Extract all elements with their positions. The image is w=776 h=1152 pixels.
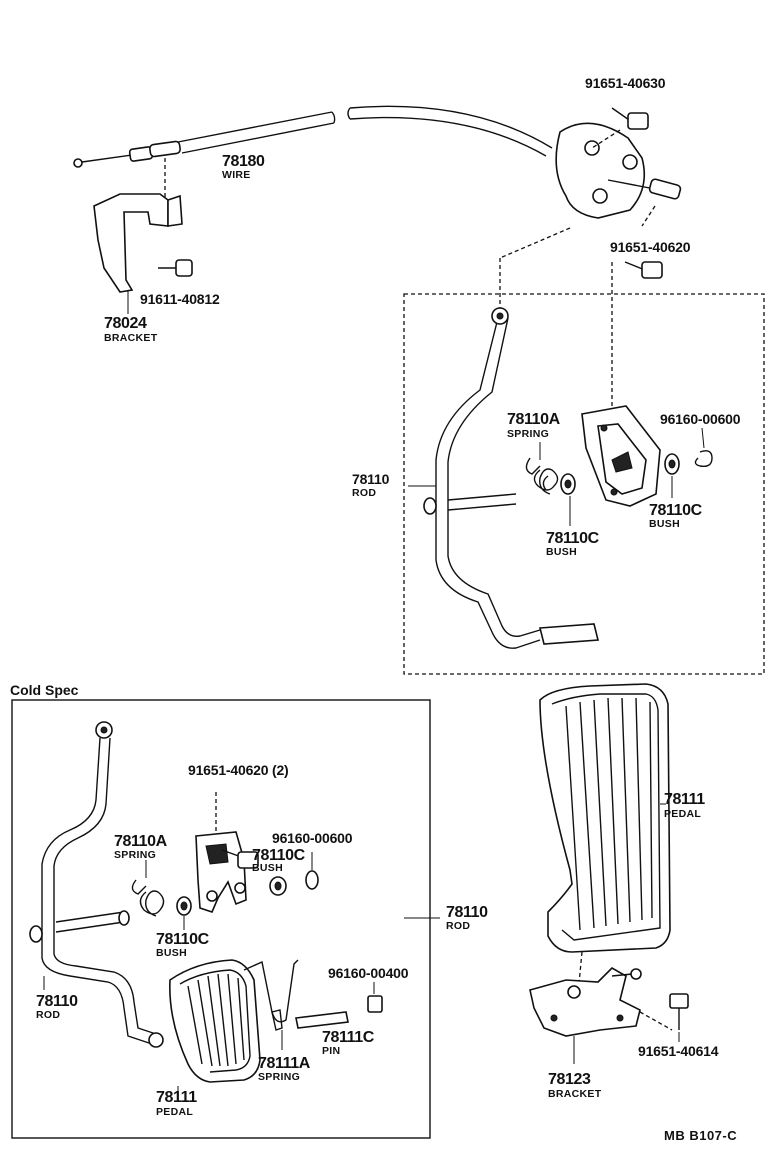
cold-spec-title: Cold Spec xyxy=(10,682,79,698)
bush-main-right-number: 78110C xyxy=(649,502,703,519)
cold-rod-outer-number: 78110 xyxy=(446,904,488,921)
clip-main xyxy=(694,427,713,468)
rod-main xyxy=(408,307,600,649)
cold-pin-number: 78111C xyxy=(322,1029,375,1046)
cold-spring2-number: 78111A xyxy=(258,1055,311,1072)
cold-bush-right-number: 78110C xyxy=(252,847,306,864)
throttle-wire xyxy=(73,105,553,168)
cold-pivot-bracket xyxy=(195,792,247,913)
cold-pedal-number: 78111 xyxy=(156,1089,197,1106)
cold-spring-desc: SPRING xyxy=(114,849,156,861)
cold-pedal xyxy=(169,959,261,1094)
rod-main-desc: ROD xyxy=(352,487,376,499)
clip-main-number: 96160-00600 xyxy=(660,411,741,427)
cold-rod-inner-desc: ROD xyxy=(36,1009,60,1021)
cold-rod-inner-number: 78110 xyxy=(36,993,78,1010)
wire-number: 78180 xyxy=(222,153,265,170)
pedal-main-desc: PEDAL xyxy=(664,808,701,820)
cold-clip-small xyxy=(367,982,383,1013)
pivot-bracket xyxy=(581,405,661,507)
bush-main-right xyxy=(664,453,680,498)
bracket-bottom xyxy=(529,951,673,1064)
bush-main-right-desc: BUSH xyxy=(649,518,680,530)
spring-main-desc: SPRING xyxy=(507,428,549,440)
cold-bush-left-number: 78110C xyxy=(156,931,210,948)
cold-pedal-desc: PEDAL xyxy=(156,1106,193,1118)
bracket-top-number: 78024 xyxy=(104,315,147,332)
bush-main-left-desc: BUSH xyxy=(546,546,577,558)
spring-main xyxy=(525,442,559,495)
cold-clip xyxy=(305,852,319,890)
cold-spring2-desc: SPRING xyxy=(258,1071,300,1083)
wire-desc: WIRE xyxy=(222,169,251,181)
mount-plate xyxy=(499,122,682,308)
cold-spring-number: 78110A xyxy=(114,833,168,850)
bolt-upper-number: 91651-40620 xyxy=(610,239,691,255)
pedal-main-number: 78111 xyxy=(664,791,705,808)
cold-spring2 xyxy=(243,959,299,1050)
cold-bush-right xyxy=(269,876,287,896)
bush-main-left-number: 78110C xyxy=(546,530,600,547)
cold-bush-left xyxy=(176,896,192,930)
bolt-upper xyxy=(611,261,663,408)
cold-bolt-number: 91651-40620 (2) xyxy=(188,762,289,778)
cold-spec-box xyxy=(11,699,431,1139)
bush-main-left xyxy=(560,473,576,526)
reference-code: MB B107-C xyxy=(664,1128,737,1143)
bracket-top-desc: BRACKET xyxy=(104,332,158,344)
cold-pin xyxy=(295,1011,349,1029)
cold-rod-outer-desc: ROD xyxy=(446,920,470,932)
pedal-main xyxy=(539,683,671,953)
bolt-top-number: 91651-40630 xyxy=(585,75,666,91)
cold-bush-left-desc: BUSH xyxy=(156,947,187,959)
bracket-bottom-desc: BRACKET xyxy=(548,1088,602,1100)
spring-main-number: 78110A xyxy=(507,411,561,428)
bracket-bolt-number: 91611-40812 xyxy=(140,291,220,307)
cold-clip-small-number: 96160-00400 xyxy=(328,965,409,981)
bracket-top xyxy=(93,158,193,314)
cold-bush-right-desc: BUSH xyxy=(252,862,283,874)
cold-spring xyxy=(131,860,165,917)
bracket-bottom-number: 78123 xyxy=(548,1071,591,1088)
bolt-bottom xyxy=(669,993,689,1042)
rod-main-number: 78110 xyxy=(352,471,390,487)
cold-pin-desc: PIN xyxy=(322,1045,340,1057)
cold-rod xyxy=(29,721,440,1048)
cold-bolt xyxy=(221,849,259,869)
main-assembly-box xyxy=(403,293,765,675)
bolt-top xyxy=(611,107,649,130)
bolt-bottom-number: 91651-40614 xyxy=(638,1043,719,1059)
cold-clip-number: 96160-00600 xyxy=(272,830,353,846)
